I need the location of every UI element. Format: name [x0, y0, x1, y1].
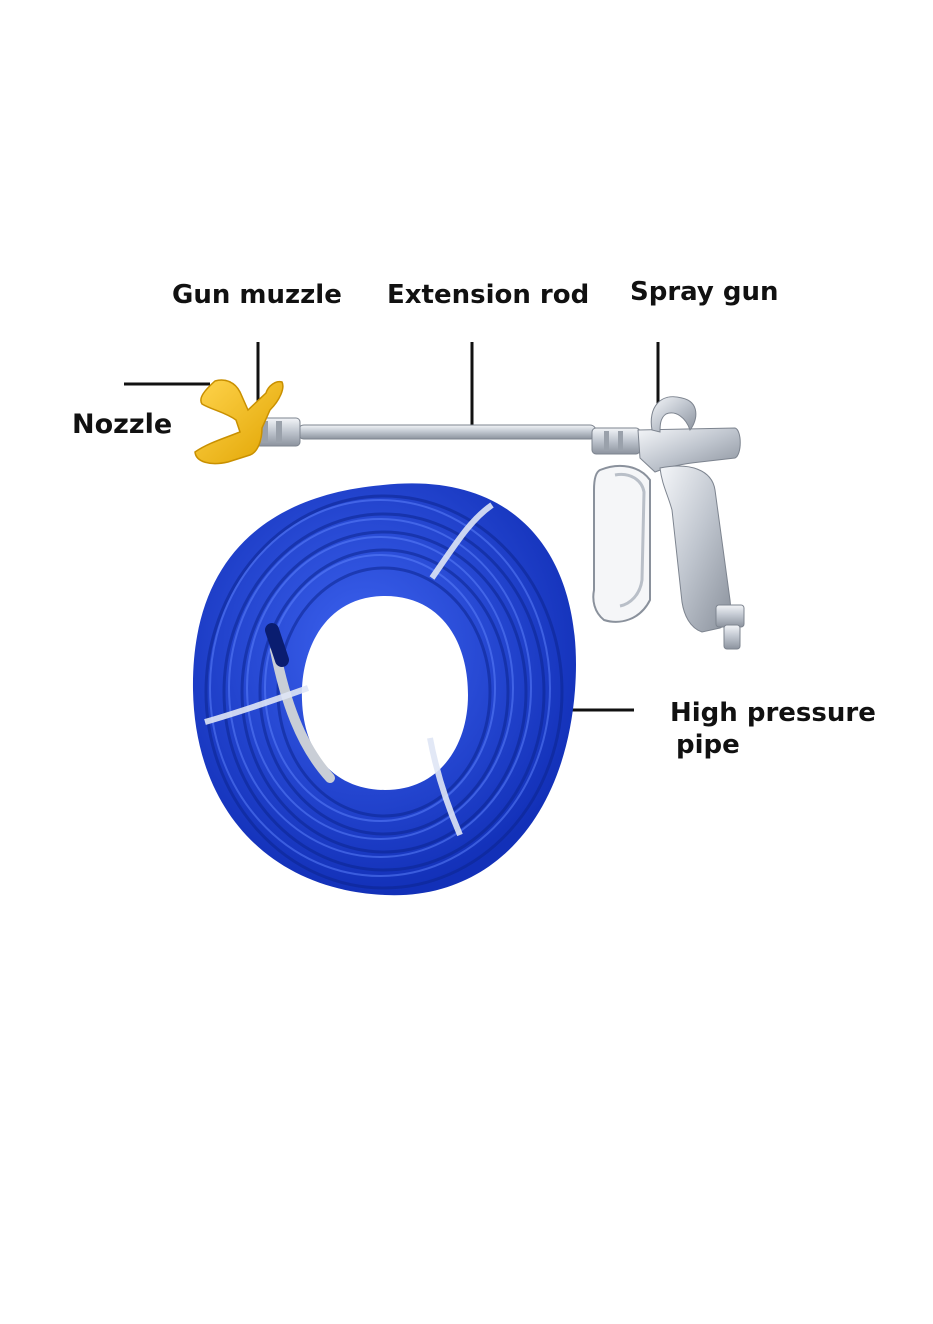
high-pressure-label-line1: High pressure: [670, 698, 876, 728]
nozzle-label: Nozzle: [72, 409, 172, 440]
gun-muzzle-label: Gun muzzle: [172, 280, 342, 310]
high-pressure-hose: [193, 483, 576, 895]
high-pressure-label-line2: pipe: [676, 730, 740, 760]
spray-gun-label: Spray gun: [630, 277, 779, 307]
gun-connector: [592, 428, 640, 454]
extension-rod-label: Extension rod: [387, 280, 589, 310]
extension-rod: [298, 425, 596, 439]
